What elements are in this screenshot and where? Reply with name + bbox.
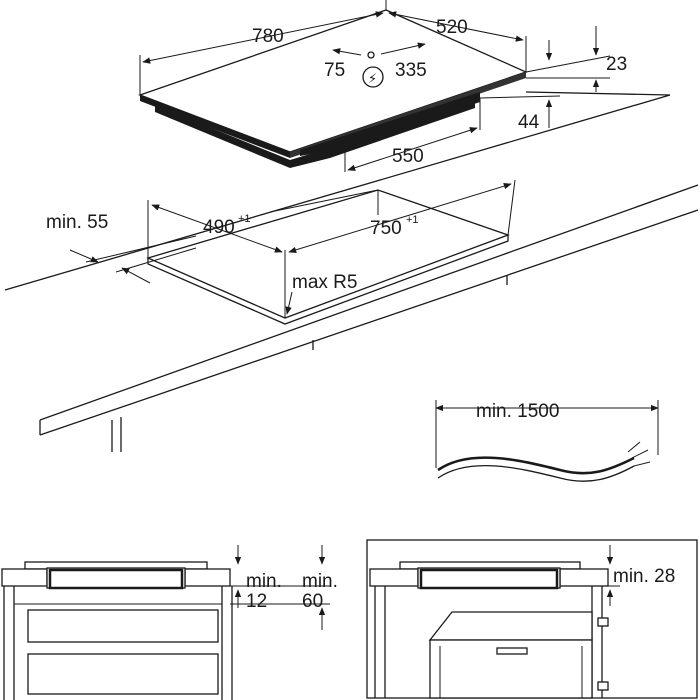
power-icon: ⚡ xyxy=(368,72,377,87)
section-right-oven-handle xyxy=(496,647,528,655)
power-symbol-circle xyxy=(362,66,384,88)
dim-cable-position: 75 335 ⚡ xyxy=(324,42,427,88)
dim-780: 780 xyxy=(142,11,384,64)
dim-hob-depth: 520 xyxy=(436,17,468,38)
cutout-opening xyxy=(146,189,510,319)
dim-left-gap-label-b: min. xyxy=(302,571,338,592)
dim-box-height: 44 xyxy=(518,112,540,133)
dim-550: 550 xyxy=(347,127,478,171)
dim-box-width: 550 xyxy=(392,146,424,167)
hob-bottom-plate xyxy=(300,92,480,156)
hob-underside-box xyxy=(155,98,475,168)
section-left: min. 12 min. 60 xyxy=(1,545,338,700)
dim-cutout-depth-tol: +1 xyxy=(238,213,251,225)
dim-cutout-width: 750 xyxy=(370,218,402,239)
hob-front-edge xyxy=(140,95,290,158)
section-left-drawer-1 xyxy=(27,609,219,643)
dim-radius: max R5 xyxy=(285,272,357,315)
dim-edge-distance: min. 55 xyxy=(46,212,108,233)
dim-cable-length: min. 1500 xyxy=(476,401,559,422)
dim-min-55: min. 55 xyxy=(46,212,197,284)
dim-520: 520 xyxy=(388,11,524,42)
dim-44: 44 xyxy=(518,99,553,133)
section-left-drawer-2 xyxy=(27,653,219,695)
dim-cutout-width-tol: +1 xyxy=(406,214,419,226)
dim-left-gap-value-a: 12 xyxy=(246,591,267,612)
dim-corner-radius: max R5 xyxy=(292,272,357,293)
section-right-oven-top xyxy=(428,611,593,641)
dim-hob-width: 780 xyxy=(252,26,284,47)
dim-cable-right: 335 xyxy=(395,60,427,81)
dim-left-gap-label-a: min. xyxy=(246,571,282,592)
dim-cable-left: 75 xyxy=(324,60,345,81)
dim-cutout-depth: 490 xyxy=(203,217,235,238)
dim-490: 490 +1 xyxy=(151,204,283,253)
dim-right-gap: min. 28 xyxy=(613,566,675,587)
cable-drawing: min. 1500 xyxy=(435,400,659,482)
dim-750: 750 +1 xyxy=(288,183,512,253)
dim-left-gap-value-b: 60 xyxy=(302,591,323,612)
section-right: min. 28 xyxy=(366,539,698,699)
dim-23: 23 xyxy=(545,26,627,92)
dim-hob-thickness: 23 xyxy=(606,54,627,75)
